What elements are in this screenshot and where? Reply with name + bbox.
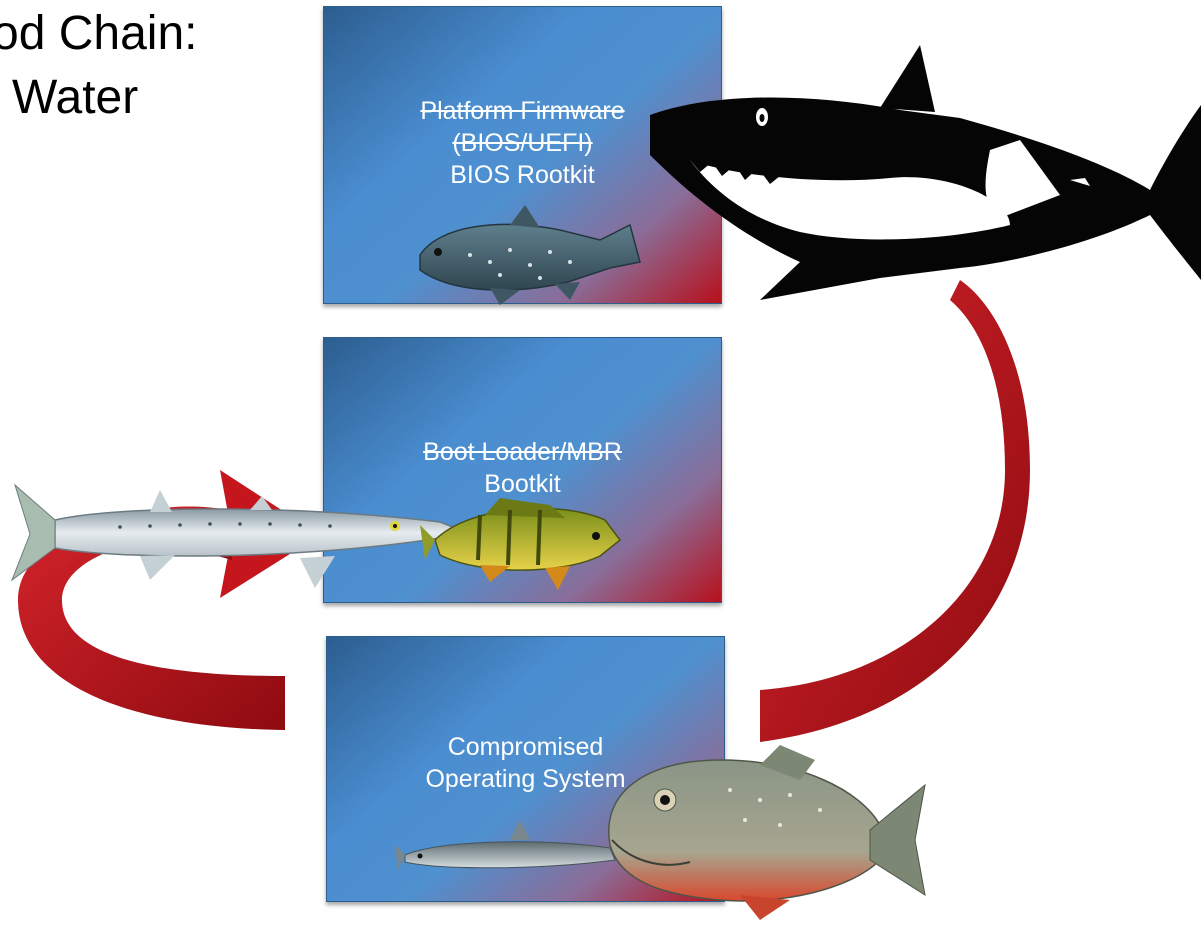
layer-firmware-text: Platform Firmware (BIOS/UEFI) BIOS Rootk… bbox=[324, 95, 721, 191]
bootloader-label: Boot Loader/MBR bbox=[423, 438, 622, 466]
piranha-icon bbox=[608, 745, 926, 920]
os-label-line-2: Operating System bbox=[425, 765, 626, 793]
bootkit-label: Bootkit bbox=[484, 470, 561, 498]
rootkit-label: BIOS Rootkit bbox=[450, 161, 595, 189]
title-line-1: od Chain: bbox=[0, 7, 198, 60]
layer-os-text: Compromised Operating System bbox=[327, 731, 724, 795]
small-fish-icon bbox=[395, 820, 616, 870]
title-line-2: Water bbox=[12, 71, 139, 124]
firmware-sublabel: (BIOS/UEFI) bbox=[452, 129, 593, 157]
os-label-line-1: Compromised bbox=[447, 733, 604, 761]
barracuda-icon bbox=[10, 483, 463, 588]
perch-icon bbox=[420, 498, 622, 590]
page-title: od Chain: Water bbox=[0, 2, 197, 130]
firmware-label: Platform Firmware bbox=[420, 97, 625, 125]
shark-icon bbox=[650, 45, 1201, 300]
layer-bootloader-text: Boot Loader/MBR Bootkit bbox=[324, 436, 721, 500]
coelacanth-icon bbox=[419, 205, 641, 305]
